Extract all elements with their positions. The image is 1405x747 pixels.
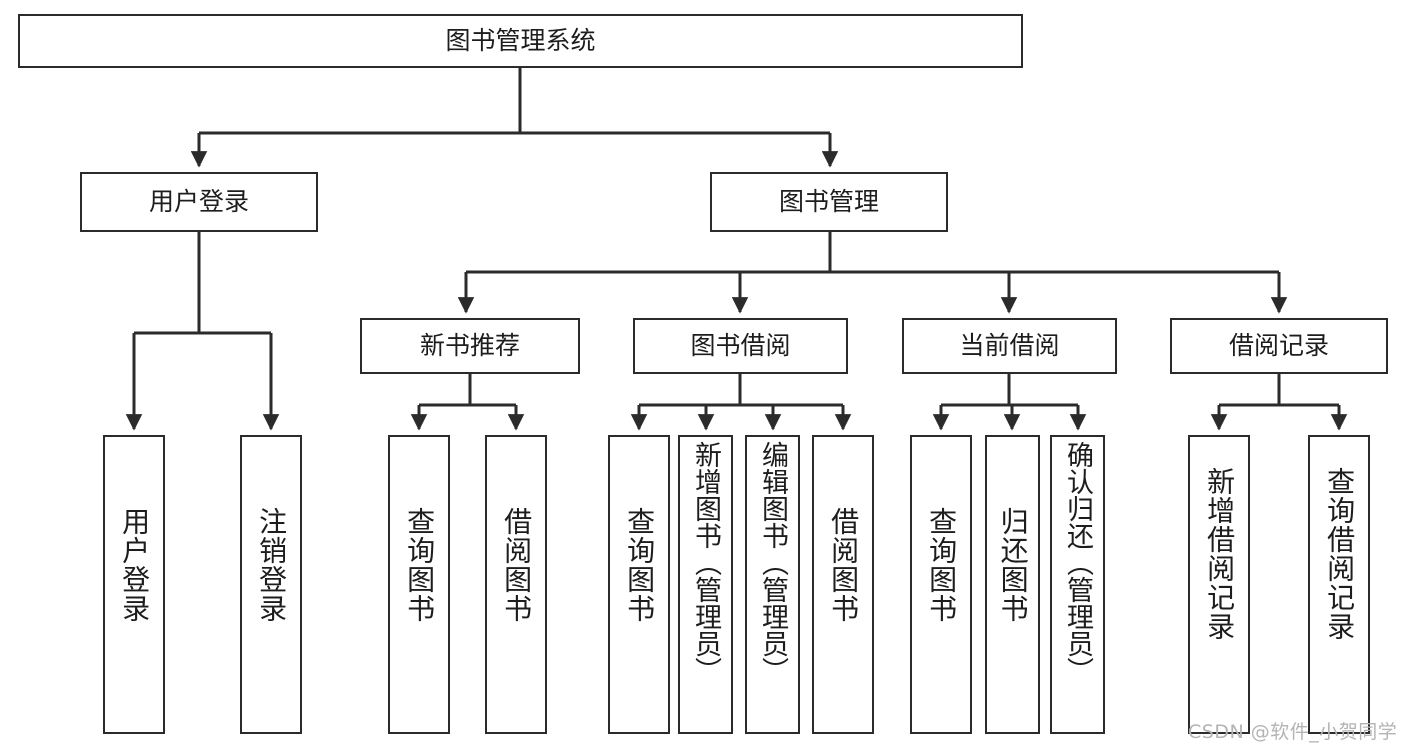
leaf-label: 查询图书 xyxy=(623,507,657,623)
leaf-add-borrow-record[interactable]: 新增借阅记录 xyxy=(1188,435,1250,734)
leaf-return-book[interactable]: 归还图书 xyxy=(985,435,1040,734)
leaf-query-book-borrow[interactable]: 查询图书 xyxy=(608,435,670,734)
node-label: 借阅记录 xyxy=(1228,331,1329,361)
leaf-label: 查询图书 xyxy=(925,507,959,623)
node-label: 新书推荐 xyxy=(419,331,520,361)
leaf-label: 归还图书 xyxy=(996,507,1030,623)
leaf-label: 注销登录 xyxy=(255,507,289,623)
node-current-borrow[interactable]: 当前借阅 xyxy=(902,318,1117,374)
node-label: 图书借阅 xyxy=(690,331,791,361)
leaf-edit-book-admin[interactable]: 编辑图书（管理员） xyxy=(745,435,800,734)
leaf-label: 借阅图书 xyxy=(500,507,534,623)
leaf-logout[interactable]: 注销登录 xyxy=(240,435,302,734)
node-user-login[interactable]: 用户登录 xyxy=(80,172,318,232)
node-label: 用户登录 xyxy=(148,187,249,217)
leaf-label: 查询图书 xyxy=(403,507,437,623)
watermark-text: CSDN @软件_小贺同学 xyxy=(1188,721,1398,743)
leaf-lend-book[interactable]: 借阅图书 xyxy=(812,435,874,734)
node-book-management[interactable]: 图书管理 xyxy=(710,172,948,232)
leaf-confirm-return-admin[interactable]: 确认归还（管理员） xyxy=(1050,435,1105,734)
leaf-label: 确认归还（管理员） xyxy=(1062,441,1093,684)
leaf-label: 编辑图书（管理员） xyxy=(757,441,788,684)
node-borrow-record[interactable]: 借阅记录 xyxy=(1170,318,1388,374)
node-label: 当前借阅 xyxy=(959,331,1060,361)
node-book-borrow[interactable]: 图书借阅 xyxy=(633,318,848,374)
csdn-watermark: CSDN @软件_小贺同学 xyxy=(1188,717,1397,744)
leaf-label: 用户登录 xyxy=(118,507,152,623)
node-new-book-recommend[interactable]: 新书推荐 xyxy=(360,318,580,374)
leaf-label: 借阅图书 xyxy=(827,507,861,623)
leaf-label: 查询借阅记录 xyxy=(1323,467,1357,641)
leaf-label: 新增借阅记录 xyxy=(1203,467,1237,641)
node-label: 图书管理系统 xyxy=(445,26,596,56)
leaf-query-borrow-record[interactable]: 查询借阅记录 xyxy=(1308,435,1370,734)
leaf-add-book-admin[interactable]: 新增图书（管理员） xyxy=(678,435,733,734)
leaf-query-book-current[interactable]: 查询图书 xyxy=(910,435,972,734)
leaf-borrow-book-recommend[interactable]: 借阅图书 xyxy=(485,435,547,734)
node-label: 图书管理 xyxy=(778,187,879,217)
leaf-query-book-recommend[interactable]: 查询图书 xyxy=(388,435,450,734)
leaf-label: 新增图书（管理员） xyxy=(690,441,721,684)
node-root-system[interactable]: 图书管理系统 xyxy=(18,14,1023,68)
leaf-user-login[interactable]: 用户登录 xyxy=(103,435,165,734)
